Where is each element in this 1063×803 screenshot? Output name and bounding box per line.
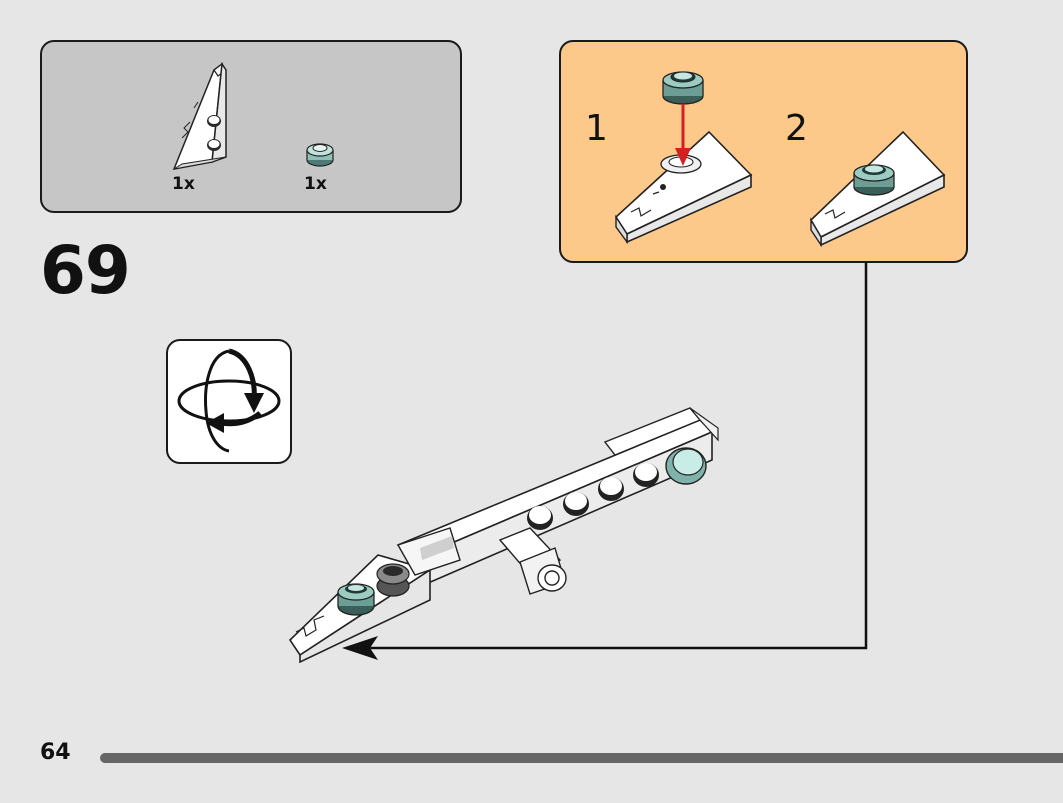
parts-illustration <box>172 61 334 170</box>
page-number: 64 <box>40 740 71 765</box>
parts-list-box: 1x 1x <box>40 40 462 213</box>
substep-1-plate-icon <box>662 71 704 105</box>
assembled-model-icon <box>288 407 719 664</box>
substep-box: 1 2 <box>559 40 968 263</box>
page-progress-bar <box>100 753 1063 763</box>
rotate-model-icon <box>177 348 281 453</box>
callout-line <box>360 262 868 650</box>
rotate-model-box <box>166 339 292 464</box>
substep-1-wedge-icon <box>614 130 753 245</box>
red-down-arrow-icon <box>675 104 691 166</box>
substep-label: 1 <box>585 108 608 149</box>
round-plate-part-icon <box>306 143 334 167</box>
substep-label: 2 <box>785 108 808 149</box>
substep-2-wedge-icon <box>809 130 946 248</box>
wedge-plate-part-icon <box>172 61 227 170</box>
part-quantity: 1x <box>304 174 327 194</box>
step-number: 69 <box>40 232 131 309</box>
part-quantity: 1x <box>172 174 195 194</box>
substep-illustration <box>614 71 946 248</box>
callout-arrow-icon <box>342 636 378 660</box>
